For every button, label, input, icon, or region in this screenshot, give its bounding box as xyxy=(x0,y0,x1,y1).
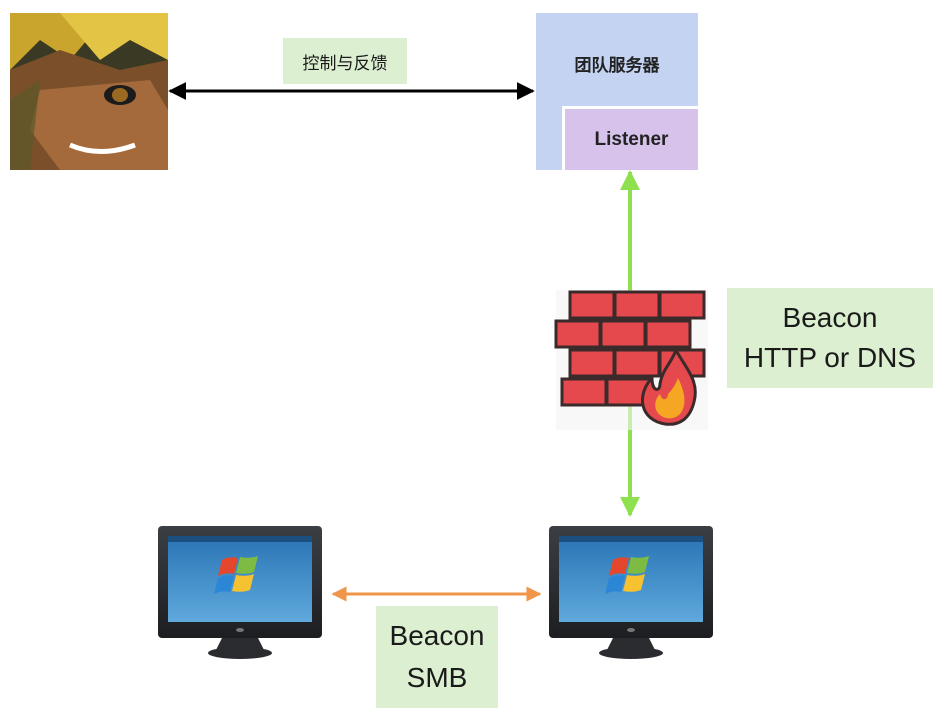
beacon-http-dns-label: Beacon HTTP or DNS xyxy=(727,288,933,388)
windows-pc-right-icon xyxy=(549,526,713,659)
listener-label: Listener xyxy=(594,128,669,150)
windows-pc-left-icon xyxy=(158,526,322,659)
listener-box: Listener xyxy=(562,106,698,170)
beacon-http-line1: Beacon xyxy=(782,302,878,333)
control-feedback-label: 控制与反馈 xyxy=(283,38,407,84)
beacon-smb-label: Beacon SMB xyxy=(376,606,498,708)
control-feedback-text: 控制与反馈 xyxy=(302,53,388,74)
beacon-http-line2: HTTP or DNS xyxy=(743,342,917,373)
beacon-smb-line2: SMB xyxy=(406,662,468,693)
firewall-icon xyxy=(554,290,708,430)
team-server-title: 团队服务器 xyxy=(574,56,660,76)
beacon-smb-line1: Beacon xyxy=(389,620,485,651)
team-server-box: 团队服务器 Listener xyxy=(536,13,698,170)
operator-avatar-icon xyxy=(10,13,168,170)
